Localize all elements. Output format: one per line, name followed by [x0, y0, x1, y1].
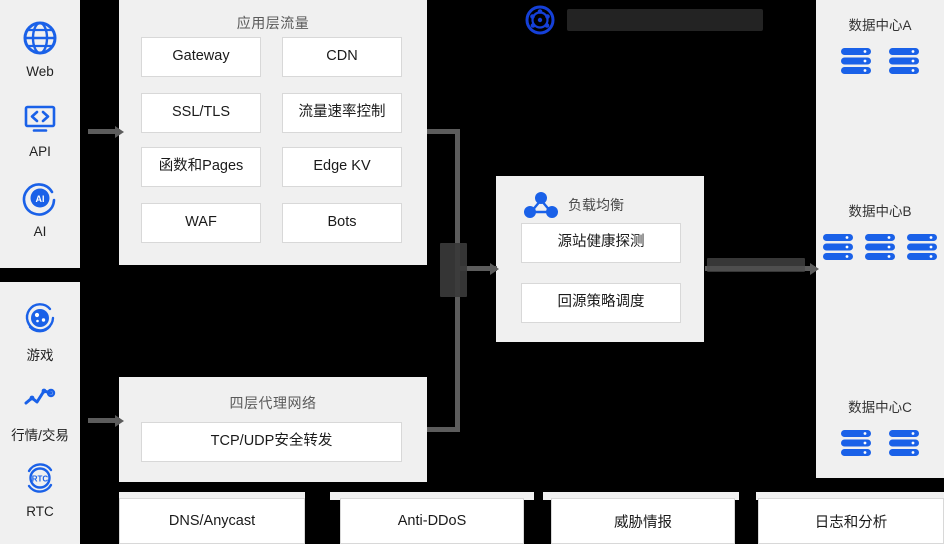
bottom-shelf	[543, 492, 739, 500]
sidebar-item-market[interactable]: 行情/交易	[0, 378, 80, 444]
game-controller-icon	[25, 303, 55, 333]
app-layer-panel: 应用层流量 Gateway CDN SSL/TLS 流量速率控制 函数和Page…	[119, 0, 427, 265]
connector-sidebar-to-proxy	[88, 418, 120, 423]
sidebar-item-label: Web	[26, 64, 54, 79]
node-functions-pages[interactable]: 函数和Pages	[141, 147, 261, 187]
proxy-layer-panel-title: 四层代理网络	[229, 395, 317, 411]
connector-web-to-app	[88, 129, 120, 134]
sidebar-item-api[interactable]: API	[0, 98, 80, 159]
rtc-icon: RTC	[27, 463, 53, 493]
sidebar-item-label: API	[29, 144, 51, 159]
svg-text:RTC: RTC	[32, 475, 49, 484]
server-rack-icon	[889, 430, 919, 456]
app-layer-panel-title: 应用层流量	[236, 15, 310, 31]
data-center-group-b: 数据中心B	[816, 200, 944, 264]
connector-proxy-to-bracket	[427, 427, 460, 432]
data-center-group-a: 数据中心A	[816, 14, 944, 78]
node-origin-health-check[interactable]: 源站健康探测	[521, 223, 681, 263]
node-tcp-udp-forward[interactable]: TCP/UDP安全转发	[141, 422, 402, 462]
data-center-column: 数据中心A 数据中心B	[816, 0, 944, 478]
data-center-title: 数据中心A	[848, 18, 912, 33]
bottom-shelf	[119, 492, 305, 500]
rack-list	[816, 426, 944, 460]
api-brackets-icon	[24, 105, 56, 132]
server-rack-icon	[841, 430, 871, 456]
data-center-title: 数据中心B	[848, 204, 912, 219]
server-rack-icon	[865, 234, 895, 260]
sidebar-item-label: AI	[33, 224, 47, 239]
connector-center-label-redacted	[440, 243, 467, 297]
rack-list	[816, 44, 944, 78]
server-rack-icon	[823, 234, 853, 260]
sidebar-item-game[interactable]: 游戏	[0, 298, 80, 364]
rack-list	[816, 230, 944, 264]
sidebar-item-web[interactable]: Web	[0, 18, 80, 79]
connector-arrow-icon	[115, 414, 124, 427]
sidebar-item-label: RTC	[26, 504, 54, 519]
bottom-item-anti-ddos[interactable]: Anti-DDoS	[340, 498, 524, 544]
node-ssl-tls[interactable]: SSL/TLS	[141, 93, 261, 133]
sidebar-item-rtc[interactable]: RTC RTC	[0, 458, 80, 519]
data-center-title: 数据中心C	[848, 400, 912, 415]
data-center-group-c: 数据中心C	[816, 396, 944, 460]
server-rack-icon	[907, 234, 937, 260]
connector-arrow-icon	[490, 262, 499, 275]
load-balancer-panel: 负载均衡 源站健康探测 回源策略调度	[496, 176, 704, 342]
connector-app-to-bracket	[427, 129, 460, 134]
bottom-item-threat-intel[interactable]: 威胁情报	[551, 498, 735, 544]
server-rack-icon	[889, 48, 919, 74]
sidebar-top-section: Web API AI AI	[0, 0, 80, 268]
market-trend-line-icon	[24, 388, 56, 405]
bottom-shelf	[756, 492, 944, 500]
globe-icon	[23, 21, 57, 55]
globe-network-logo-icon	[525, 5, 555, 35]
connector-bracket-to-lb	[455, 266, 497, 271]
node-bots[interactable]: Bots	[282, 203, 402, 243]
load-balancer-panel-title: 负载均衡	[568, 197, 624, 213]
node-waf[interactable]: WAF	[141, 203, 261, 243]
sidebar-item-ai[interactable]: AI AI	[0, 178, 80, 239]
connector-right-label-redacted	[707, 258, 805, 272]
bottom-item-dns-anycast[interactable]: DNS/Anycast	[119, 498, 305, 544]
node-cdn[interactable]: CDN	[282, 37, 402, 77]
ai-play-icon: AI	[22, 183, 56, 216]
sidebar-bottom-section: 游戏 行情/交易 RTC RTC	[0, 282, 80, 544]
bottom-shelf	[330, 492, 534, 500]
sidebar-item-label: 游戏	[26, 348, 54, 363]
bottom-item-logs-analytics[interactable]: 日志和分析	[758, 498, 944, 544]
sidebar-item-label: 行情/交易	[11, 428, 69, 443]
proxy-layer-panel: 四层代理网络 TCP/UDP安全转发	[119, 377, 427, 482]
load-balancer-header: 负载均衡	[524, 190, 624, 220]
server-rack-icon	[841, 48, 871, 74]
node-edge-kv[interactable]: Edge KV	[282, 147, 402, 187]
node-rate-control[interactable]: 流量速率控制	[282, 93, 402, 133]
header-brand	[522, 2, 763, 38]
connector-arrow-icon	[810, 262, 819, 275]
node-origin-policy-schedule[interactable]: 回源策略调度	[521, 283, 681, 323]
svg-text:AI: AI	[36, 194, 45, 204]
page-title-redacted	[567, 9, 763, 31]
connector-arrow-icon	[115, 125, 124, 138]
node-gateway[interactable]: Gateway	[141, 37, 261, 77]
load-balancer-network-icon	[524, 192, 558, 218]
